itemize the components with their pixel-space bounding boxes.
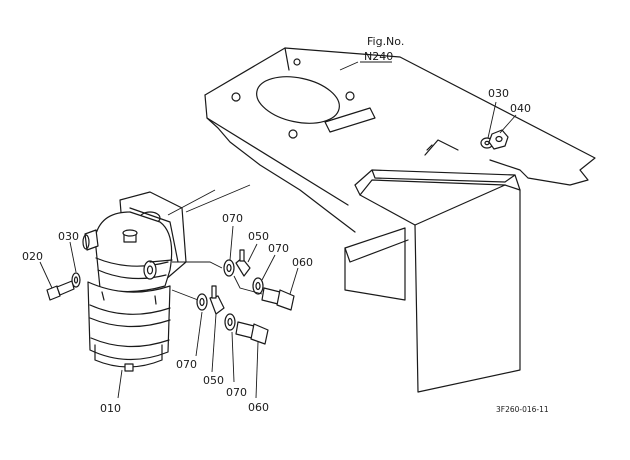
nut-040 [488,129,509,150]
callout-060-lower: 060 [248,401,269,414]
banjo-050-lower [209,295,225,315]
callout-030-right: 030 [488,87,509,100]
callout-070-lower-right: 070 [226,386,247,399]
bolt-020 [46,280,75,301]
side-bracket-plate [344,169,521,393]
callout-040: 040 [510,102,531,115]
callout-070-lower-left: 070 [176,358,197,371]
washer-070-lower-b [224,313,236,331]
drawing-code: 3F260-016-11 [496,405,549,414]
mounting-bracket [204,47,596,233]
washer-070-lower-a [196,293,208,311]
washer-030-left [71,272,81,288]
callout-050-upper: 050 [248,230,269,243]
callout-060-upper: 060 [292,256,313,269]
callout-020: 020 [22,250,43,263]
washer-070-upper-b [252,277,264,295]
callout-050-lower: 050 [203,374,224,387]
figure-ref-number: N240 [364,50,393,63]
figure-ref-label: Fig.No. [367,35,404,48]
callout-030-left: 030 [58,230,79,243]
callout-010: 010 [100,402,121,415]
lower-fitting-chain [171,285,269,345]
washer-070-upper-a [223,259,235,277]
callout-070-mid: 070 [268,242,289,255]
upper-fitting-chain [172,249,295,311]
callout-leaders [39,61,517,399]
callout-070-top: 070 [222,212,243,225]
fuel-filter-assembly [82,191,187,372]
